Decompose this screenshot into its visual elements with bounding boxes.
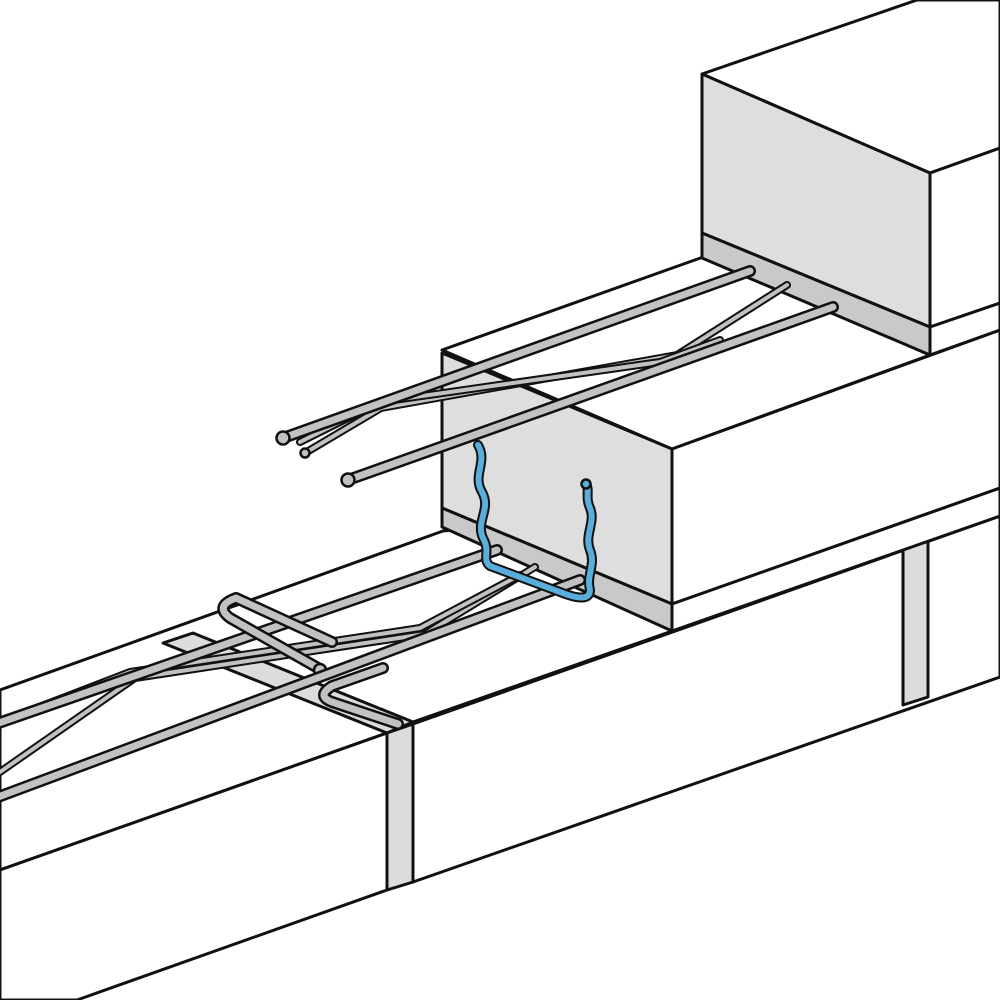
lower-vertical-joint-2 (901, 537, 930, 707)
upper-rod-2-end (340, 472, 356, 488)
upper-rod-1-end (275, 430, 291, 446)
wall-tie (473, 440, 597, 603)
lower-left-block-front-face (0, 731, 389, 1000)
lower-longitudinal-rod-2 (0, 574, 586, 803)
upper-zigzag-wire-end (299, 447, 311, 459)
upper-longitudinal-rod-1 (277, 265, 756, 444)
lower-ladder-reinforcement (0, 544, 586, 803)
middle-block-side-face (670, 328, 1000, 606)
upper-ladder-reinforcement (275, 265, 839, 488)
upper-longitudinal-rod-2 (342, 301, 839, 486)
hairpin-clip-1 (217, 592, 338, 674)
lower-longitudinal-rod-1 (0, 544, 503, 729)
lower-vertical-joint-1 (385, 722, 415, 892)
middle-block-side-band (670, 486, 1000, 633)
upper-block-side-band (928, 301, 1000, 357)
hairpin-clip-2 (318, 662, 404, 730)
wall-tie-end (580, 478, 592, 490)
wall-tie-wire (473, 440, 597, 603)
upper-block-side-face (928, 146, 1000, 329)
upper-block (700, 0, 1000, 357)
